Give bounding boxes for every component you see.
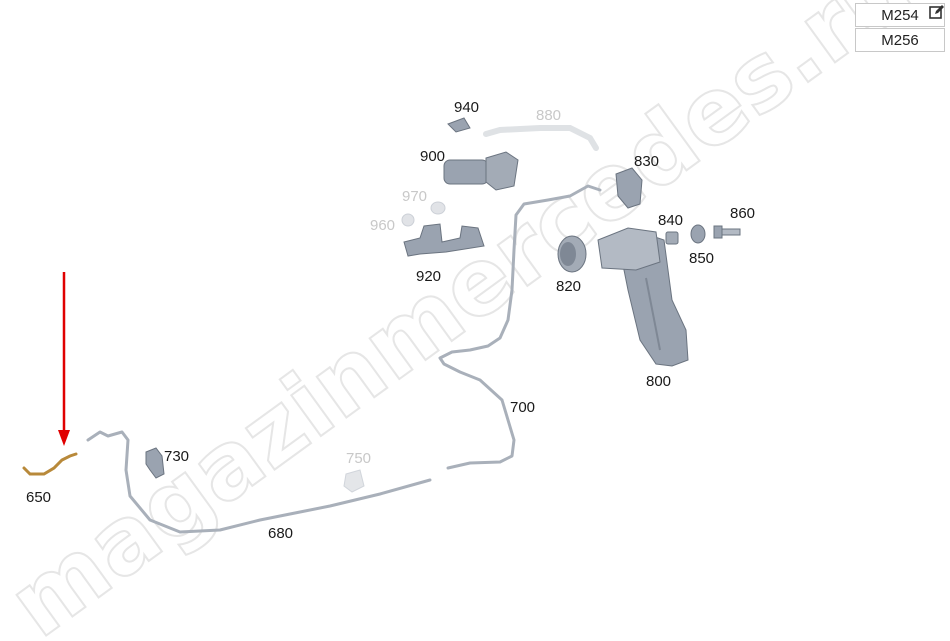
part-800-tank[interactable]: [597, 227, 689, 367]
part-750-holder[interactable]: [343, 469, 365, 493]
part-900-motor[interactable]: [443, 151, 519, 191]
callout-940[interactable]: 940: [454, 99, 479, 116]
part-970-cap[interactable]: [430, 201, 446, 215]
callout-880[interactable]: 880: [536, 107, 561, 124]
variant-option-m256[interactable]: M256: [855, 28, 945, 52]
part-860-bolt[interactable]: [713, 225, 741, 239]
callout-750[interactable]: 750: [346, 450, 371, 467]
edit-icon[interactable]: [929, 4, 945, 20]
callout-700[interactable]: 700: [510, 399, 535, 416]
callout-730[interactable]: 730: [164, 448, 189, 465]
pipe-650[interactable]: [22, 452, 78, 476]
callout-850[interactable]: 850: [689, 250, 714, 267]
part-920-bracket[interactable]: [403, 223, 485, 257]
callout-900[interactable]: 900: [420, 148, 445, 165]
callout-860[interactable]: 860: [730, 205, 755, 222]
part-960-nut[interactable]: [401, 213, 415, 227]
callout-840[interactable]: 840: [658, 212, 683, 229]
part-820-pump[interactable]: [557, 235, 587, 273]
callout-820[interactable]: 820: [556, 278, 581, 295]
hose-line-680-700[interactable]: [86, 184, 602, 534]
part-830-valve[interactable]: [615, 167, 643, 209]
part-940-clip[interactable]: [447, 117, 471, 133]
callout-650[interactable]: 650: [26, 489, 51, 506]
callout-920[interactable]: 920: [416, 268, 441, 285]
callout-680[interactable]: 680: [268, 525, 293, 542]
part-850-grommet[interactable]: [690, 224, 706, 244]
part-730-clip[interactable]: [145, 447, 165, 479]
red-arrow-indicator: [58, 272, 70, 446]
callout-800[interactable]: 800: [646, 373, 671, 390]
part-880-pipe[interactable]: [483, 125, 599, 151]
callout-970[interactable]: 970: [402, 188, 427, 205]
callout-960[interactable]: 960: [370, 217, 395, 234]
callout-830[interactable]: 830: [634, 153, 659, 170]
part-840-grommet[interactable]: [665, 231, 679, 245]
